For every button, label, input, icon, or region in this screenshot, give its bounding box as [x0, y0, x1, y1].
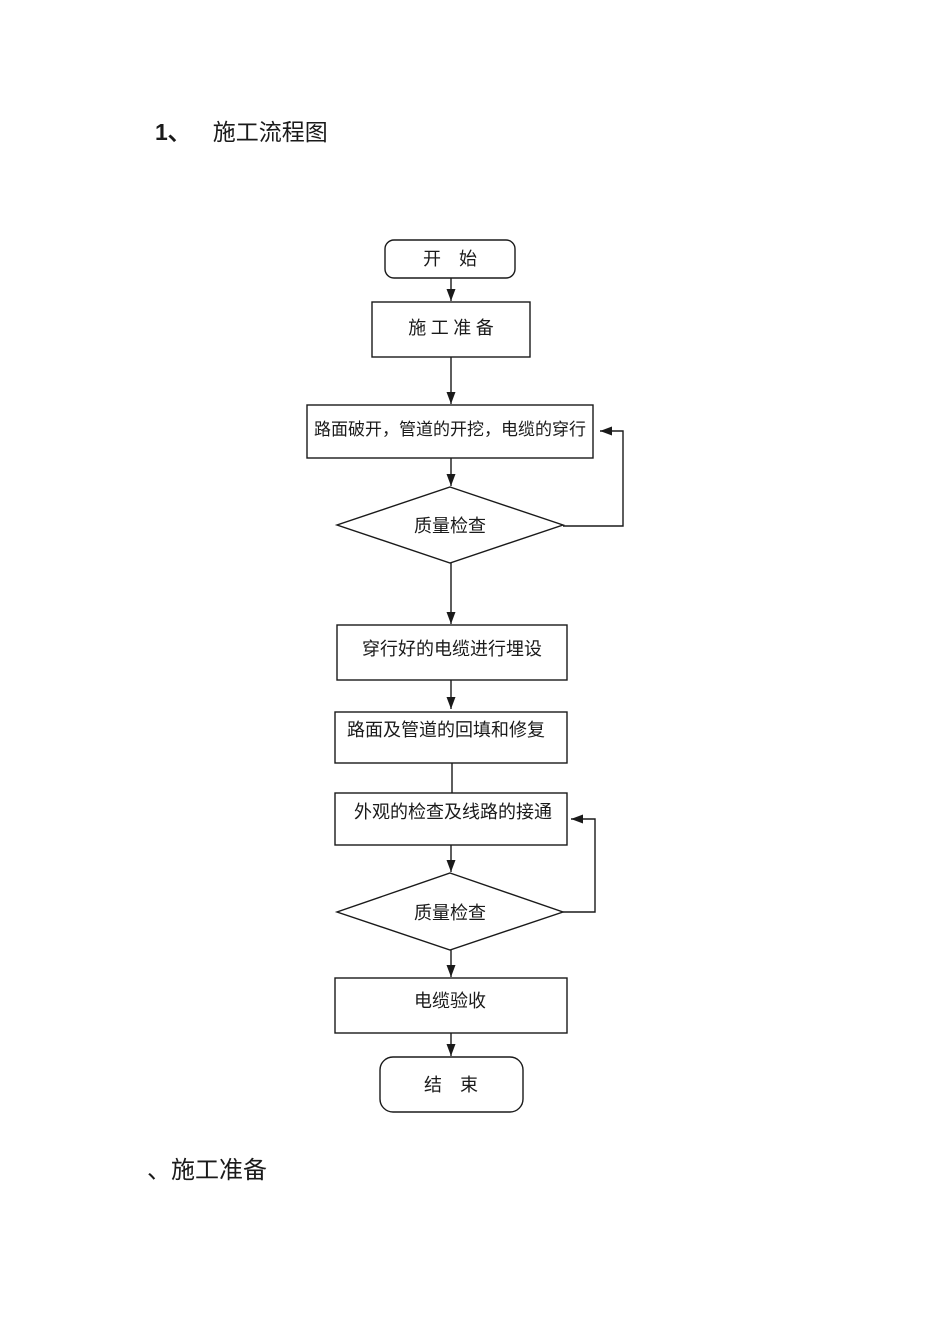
node-quality-check-2-label: 质量检查: [414, 903, 486, 923]
node-backfill-repair: 路面及管道的回填和修复: [334, 711, 568, 764]
node-quality-check-1: 质量检查: [334, 486, 566, 564]
node-backfill-repair-label: 路面及管道的回填和修复: [347, 720, 545, 740]
process-shape: [334, 977, 568, 1034]
decision-diamond-shape: [334, 872, 566, 951]
decision-diamond-shape: [334, 486, 566, 564]
node-cable-burial-label: 穿行好的电缆进行埋设: [362, 639, 542, 659]
node-construction-prep: 施 工 准 备: [371, 301, 531, 358]
section-number: 1、: [155, 119, 191, 145]
node-start-label: 开 始: [423, 249, 477, 269]
node-quality-check-1-label: 质量检查: [414, 516, 486, 536]
section-title: 施工流程图: [212, 120, 328, 145]
process-shape: [336, 624, 568, 681]
node-end-label: 结 束: [424, 1075, 478, 1095]
process-shape: [334, 711, 568, 764]
node-cable-acceptance: 电缆验收: [334, 977, 568, 1034]
node-cable-burial: 穿行好的电缆进行埋设: [336, 624, 568, 681]
node-end: 结 束: [379, 1056, 524, 1113]
node-start: 开 始: [384, 239, 516, 279]
process-shape: [371, 301, 531, 358]
node-quality-check-2: 质量检查: [334, 872, 566, 951]
node-appearance-check: 外观的检查及线路的接通: [334, 792, 568, 846]
section-marker: 、: [147, 1158, 171, 1184]
section-heading-top: 1、施工流程图: [155, 119, 328, 145]
node-road-break-label: 路面破开，管道的开挖，电缆的穿行: [314, 420, 586, 439]
node-cable-acceptance-label: 电缆验收: [414, 991, 486, 1011]
section-heading-bottom: 、施工准备: [147, 1158, 267, 1184]
feedback-loop-qc2-to-appearance: [563, 814, 596, 913]
node-appearance-check-label: 外观的检查及线路的接通: [354, 802, 552, 822]
feedback-loop-qc1-to-roadbreak: [563, 426, 624, 527]
section-title-bottom: 施工准备: [171, 1158, 267, 1184]
node-road-break: 路面破开，管道的开挖，电缆的穿行: [306, 404, 594, 459]
start-terminator-shape: [384, 239, 516, 279]
end-terminator-shape: [379, 1056, 524, 1113]
node-construction-prep-label: 施 工 准 备: [408, 318, 494, 338]
process-shape: [334, 792, 568, 846]
process-shape: [306, 404, 594, 459]
